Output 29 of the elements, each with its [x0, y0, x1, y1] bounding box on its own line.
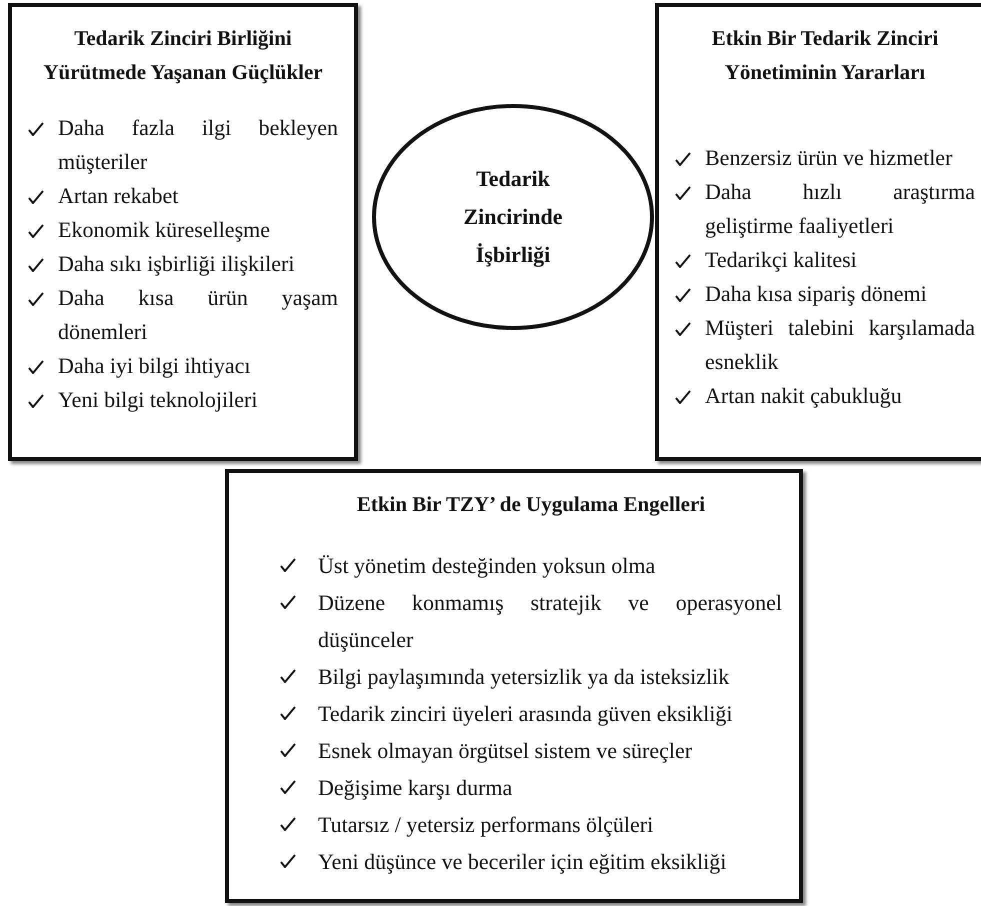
list-item: Benzersiz ürün ve hizmetler [705, 144, 954, 172]
list-item: Düzene konmamış stratejik ve operasyonel düşünceler [318, 589, 782, 654]
box-heading: Etkin Bir Tedarik Zinciri Yönetiminin Yararları [710, 25, 940, 86]
list-item: Yeni bilgi teknolojileri [58, 386, 258, 414]
list-item: Tedarik zinciri üyeleri arasında güven eksikliği [318, 700, 734, 728]
box-heading: Tedarik Zinciri Birliğini Yürütmede Yaşanan Güçlükler [42, 25, 324, 86]
list-item: Üst yönetim desteğinden yoksun olma [318, 552, 656, 580]
list-item: Esnek olmayan örgütsel sistem ve süreçler [318, 737, 694, 765]
list-item: Yeni düşünce ve beceriler için eğitim eksikliği [318, 848, 728, 876]
list-item: Daha kısa ürün yaşam dönemleri [58, 284, 338, 346]
list-item: Daha sıkı işbirliği ilişkileri [58, 250, 296, 278]
list-item: Daha hızlı araştırma geliştirme faaliyetleri [705, 178, 975, 240]
list-item: Daha fazla ilgi bekleyen müşteriler [58, 114, 338, 176]
list-item: Daha kısa sipariş dönemi [705, 280, 928, 308]
list-box [225, 469, 803, 903]
list-item: Ekonomik küreselleşme [58, 216, 272, 244]
list-item: Değişime karşı durma [318, 774, 514, 802]
list-box [8, 3, 358, 461]
list-item: Müşteri talebini karşılamada esneklik [705, 314, 975, 376]
list-item: Tutarsız / yetersiz performans ölçüleri [318, 811, 654, 839]
center-label: Tedarik Zincirinde İşbirliği [462, 165, 564, 269]
list-item: Artan nakit çabukluğu [705, 382, 903, 410]
ellipse-node [372, 104, 654, 330]
list-item: Bilgi paylaşımında yetersizlik ya da isteksizlik [318, 663, 730, 691]
box-heading: Etkin Bir TZY’ de Uygulama Engelleri [356, 491, 706, 518]
list-box [655, 3, 981, 461]
list-item: Daha iyi bilgi ihtiyacı [58, 352, 252, 380]
list-item: Tedarikçi kalitesi [705, 246, 858, 274]
list-item: Artan rekabet [58, 182, 180, 210]
